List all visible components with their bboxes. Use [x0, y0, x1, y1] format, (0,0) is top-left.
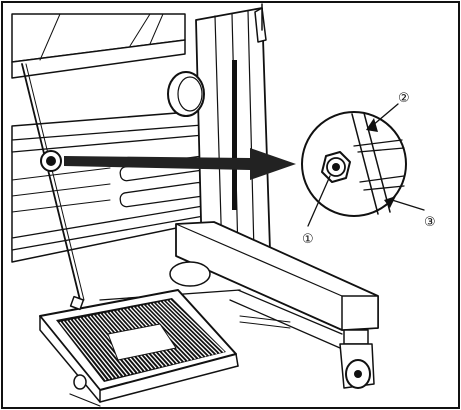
pedal-ridge [149, 303, 204, 358]
caster-wheel [339, 329, 375, 389]
pedal-ridge [146, 304, 200, 359]
pedal-ridge [66, 320, 114, 379]
pedal-ridge [156, 302, 211, 356]
pedal-ridge [162, 300, 218, 355]
pedal-ridge [159, 301, 214, 356]
pedal-ridge [59, 321, 107, 381]
frame-bolt [40, 150, 62, 172]
direction-arrow [64, 148, 296, 180]
pedal-ridge [79, 317, 128, 376]
bottom-bolt [69, 295, 101, 407]
callout-leader-2 [371, 103, 399, 127]
detail-zoom-circle [301, 111, 407, 217]
callout-leader-1 [307, 175, 331, 227]
base-beam [169, 221, 379, 331]
pedal-ridge [62, 320, 111, 380]
pedal-ridge [166, 300, 221, 354]
pedal-ridge [82, 316, 132, 375]
callout-leader-3 [391, 199, 425, 211]
pedal-ridge [72, 318, 121, 378]
support-rod [21, 63, 81, 301]
pedal-ridge [152, 302, 207, 357]
callout-label-1: ① [302, 232, 314, 247]
pedal-ridge [86, 316, 136, 374]
foot-pedal [39, 289, 239, 403]
pedal-ridge [169, 299, 225, 353]
upper-frame-bars [11, 13, 186, 79]
column-knob [167, 71, 205, 117]
bottom-rail [99, 289, 343, 349]
callout-label-3: ③ [424, 215, 436, 230]
vertical-column [195, 3, 271, 261]
pedal-ridge [76, 318, 125, 377]
callout-label-2: ② [398, 91, 410, 106]
pedal-ridge [69, 319, 118, 378]
pedal-ridge [142, 304, 196, 360]
